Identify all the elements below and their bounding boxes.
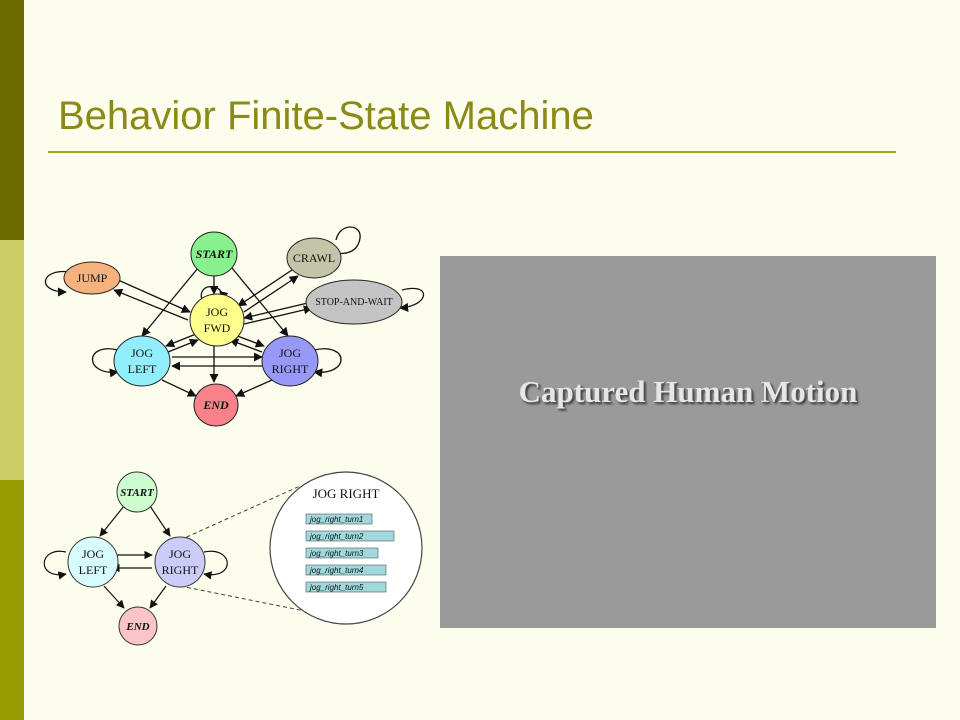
state2-start-label: START bbox=[120, 487, 155, 499]
clip-bar-4 bbox=[305, 564, 387, 576]
state-jog-fwd-label-2: FWD bbox=[204, 321, 231, 335]
state-jog-left-label-2: LEFT bbox=[128, 362, 157, 376]
state-jog-right bbox=[261, 335, 319, 387]
state-jog-fwd-label-1: JOG bbox=[206, 305, 228, 319]
loop-jump bbox=[44, 270, 71, 297]
clip-bar-3 bbox=[305, 547, 379, 559]
loop2-jogleft bbox=[43, 550, 67, 580]
clip-label-4: jog_right_turn4 bbox=[309, 566, 364, 575]
state2-jog-left-label-2: LEFT bbox=[79, 563, 108, 577]
edge-jogright-jogfwd bbox=[229, 338, 263, 353]
video-caption: Captured Human Motion bbox=[518, 374, 858, 409]
state-jog-left bbox=[113, 335, 171, 387]
state2-jog-left-label-1: JOG bbox=[82, 547, 104, 561]
title-underline bbox=[48, 151, 896, 153]
state-end bbox=[193, 383, 239, 427]
state-start bbox=[190, 231, 238, 277]
state-jog-right-label-1: JOG bbox=[279, 346, 301, 360]
edge-jogfwd-jump bbox=[113, 288, 189, 321]
edge-jump-jogfwd bbox=[117, 279, 191, 313]
jog-right-detail: JOG RIGHT jog_right_turn1 jog_right_turn… bbox=[269, 471, 423, 625]
state2-jog-left bbox=[67, 536, 119, 588]
edge-start-jogleft bbox=[141, 267, 199, 337]
state2-jog-right-label-2: RIGHT bbox=[162, 563, 199, 577]
loop-crawl bbox=[329, 226, 361, 259]
loop-jog-right bbox=[313, 348, 342, 378]
state-crawl-label: CRAWL bbox=[293, 251, 335, 265]
accent-bar-bottom bbox=[0, 480, 24, 720]
edge2-start-jogleft bbox=[99, 505, 125, 537]
edge-jogfwd-stop bbox=[243, 305, 313, 325]
state-jump-label: JUMP bbox=[77, 271, 108, 285]
state-end-label: END bbox=[202, 398, 229, 412]
state-jog-left-label-1: JOG bbox=[131, 346, 153, 360]
top-fsm bbox=[44, 226, 425, 397]
clip-label-2: jog_right_turn2 bbox=[309, 532, 364, 541]
state-jog-fwd bbox=[189, 293, 245, 347]
clip-bar-5 bbox=[305, 581, 387, 593]
accent-bar-top bbox=[0, 0, 24, 240]
motion-video-frame[interactable]: Captured Human Motion bbox=[440, 256, 936, 628]
state-jog-right-label-2: RIGHT bbox=[272, 362, 309, 376]
clip-label-1: jog_right_turn1 bbox=[309, 515, 363, 524]
edge-jogright-end bbox=[235, 379, 273, 397]
state-stop-and-wait bbox=[305, 279, 403, 325]
edge-jogleft-end bbox=[161, 379, 197, 397]
state2-end-label: END bbox=[125, 621, 149, 633]
loop-stop-and-wait bbox=[399, 287, 425, 312]
clip-label-5: jog_right_turn5 bbox=[309, 583, 364, 592]
detail-title: JOG RIGHT bbox=[313, 486, 380, 501]
slide-title: Behavior Finite-State Machine bbox=[58, 94, 594, 138]
edge-jogfwd-jogleft bbox=[165, 333, 197, 348]
bottom-fsm bbox=[43, 505, 228, 609]
accent-bar-middle bbox=[0, 240, 24, 480]
state-stop-and-wait-label: STOP-AND-WAIT bbox=[315, 297, 393, 308]
state-jump bbox=[63, 261, 121, 295]
loop-jog-left bbox=[92, 348, 119, 378]
loop2-jogright bbox=[203, 550, 228, 580]
state-crawl bbox=[286, 237, 342, 279]
edge-crawl-jogfwd bbox=[237, 269, 293, 307]
edge-jogfwd-crawl bbox=[243, 275, 299, 313]
edge-jogleft-jogfwd bbox=[167, 338, 199, 353]
state2-jog-right-label-1: JOG bbox=[169, 547, 191, 561]
clip-bar-2 bbox=[305, 530, 395, 542]
state2-jog-right bbox=[154, 536, 206, 588]
state2-end bbox=[118, 606, 158, 646]
state-start-label: START bbox=[196, 247, 233, 261]
edge2-jogright-end bbox=[149, 585, 167, 609]
clip-label-3: jog_right_turn3 bbox=[309, 549, 364, 558]
zoom-guide-top bbox=[179, 485, 301, 541]
clip-bar-1 bbox=[305, 513, 373, 525]
edge-stop-jogfwd bbox=[243, 301, 313, 321]
state2-start bbox=[116, 471, 158, 513]
edge2-jogleft-end bbox=[103, 585, 125, 609]
edge2-start-jogright bbox=[149, 505, 171, 537]
